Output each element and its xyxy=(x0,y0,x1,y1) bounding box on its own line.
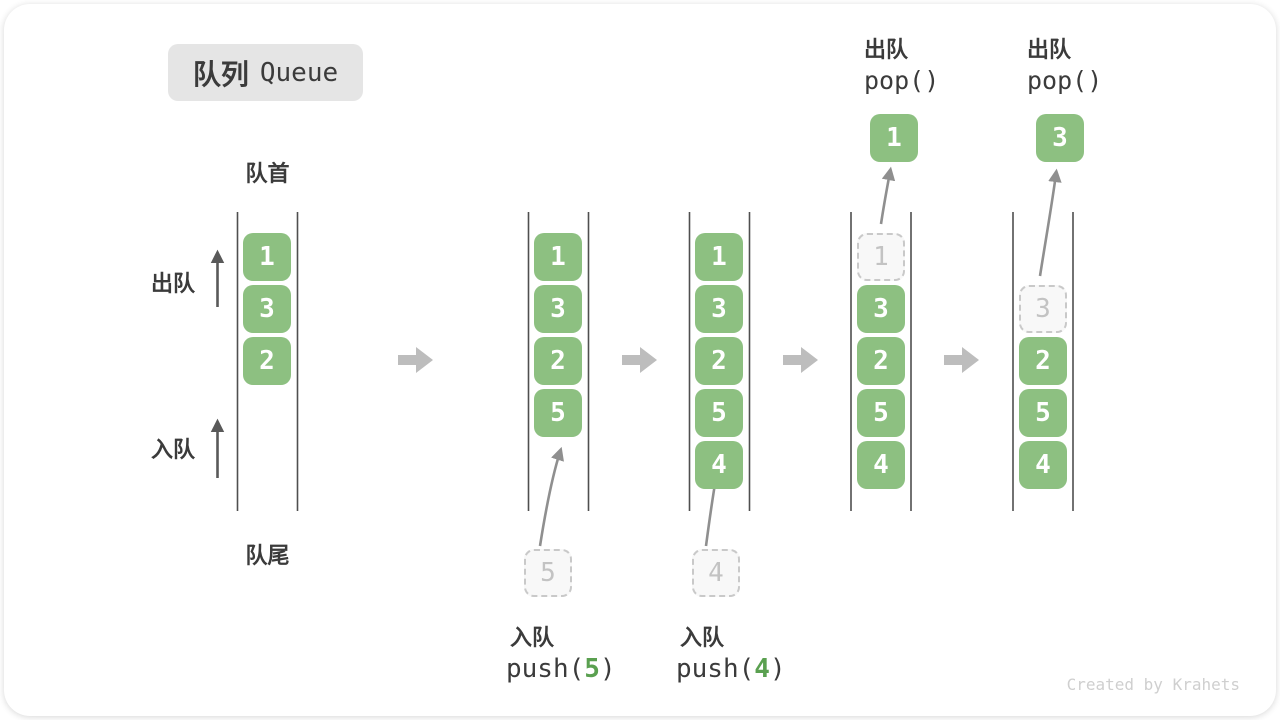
push-arg: 5 xyxy=(584,654,600,684)
push-code-label: push(5) xyxy=(506,654,616,684)
push-op-label: 入队 xyxy=(680,625,725,650)
pop-code-label: pop() xyxy=(1027,66,1103,95)
queue-cell: 3 xyxy=(695,285,743,333)
push-close: ) xyxy=(769,654,786,684)
queue-cell: 4 xyxy=(1019,441,1067,489)
pop-op-label: 出队 xyxy=(864,37,909,62)
ghost-cell: 1 xyxy=(857,233,905,281)
push-code-label: push(4) xyxy=(676,654,786,684)
queue-cell: 1 xyxy=(534,233,582,281)
dequeue-side-label: 出队 xyxy=(151,271,196,296)
push-fn: push( xyxy=(506,654,585,684)
queue-cell: 2 xyxy=(695,337,743,385)
ghost-cell: 3 xyxy=(1019,285,1067,333)
diagram-card xyxy=(4,4,1276,716)
push-arg: 4 xyxy=(754,654,770,684)
pop-code-label: pop() xyxy=(864,66,940,95)
queue-cell: 2 xyxy=(857,337,905,385)
staged-value-cell: 4 xyxy=(692,549,740,597)
queue-cell: 3 xyxy=(857,285,905,333)
queue-front-label: 队首 xyxy=(245,161,290,186)
queue-cell: 5 xyxy=(1019,389,1067,437)
queue-cell: 1 xyxy=(695,233,743,281)
push-op-label: 入队 xyxy=(510,625,555,650)
queue-cell: 2 xyxy=(1019,337,1067,385)
queue-cell: 5 xyxy=(857,389,905,437)
title-zh: 队列 xyxy=(192,58,249,90)
queue-cell: 3 xyxy=(243,285,291,333)
watermark: Created by Krahets xyxy=(1066,675,1240,694)
queue-cell: 1 xyxy=(243,233,291,281)
staged-value-cell: 5 xyxy=(524,549,572,597)
queue-cell: 2 xyxy=(243,337,291,385)
queue-cell: 2 xyxy=(534,337,582,385)
queue-cell: 3 xyxy=(534,285,582,333)
queue-rear-label: 队尾 xyxy=(245,543,290,568)
popped-value-cell: 1 xyxy=(870,114,918,162)
push-fn: push( xyxy=(676,654,755,684)
queue-cell: 4 xyxy=(857,441,905,489)
title-en: Queue xyxy=(259,57,339,88)
pop-op-label: 出队 xyxy=(1027,37,1072,62)
queue-cell: 4 xyxy=(695,441,743,489)
queue-cell: 5 xyxy=(695,389,743,437)
push-close: ) xyxy=(599,654,616,684)
title-badge: 队列 Queue xyxy=(168,44,363,101)
queue-cell: 5 xyxy=(534,389,582,437)
enqueue-side-label: 入队 xyxy=(151,437,196,462)
popped-value-cell: 3 xyxy=(1036,114,1084,162)
